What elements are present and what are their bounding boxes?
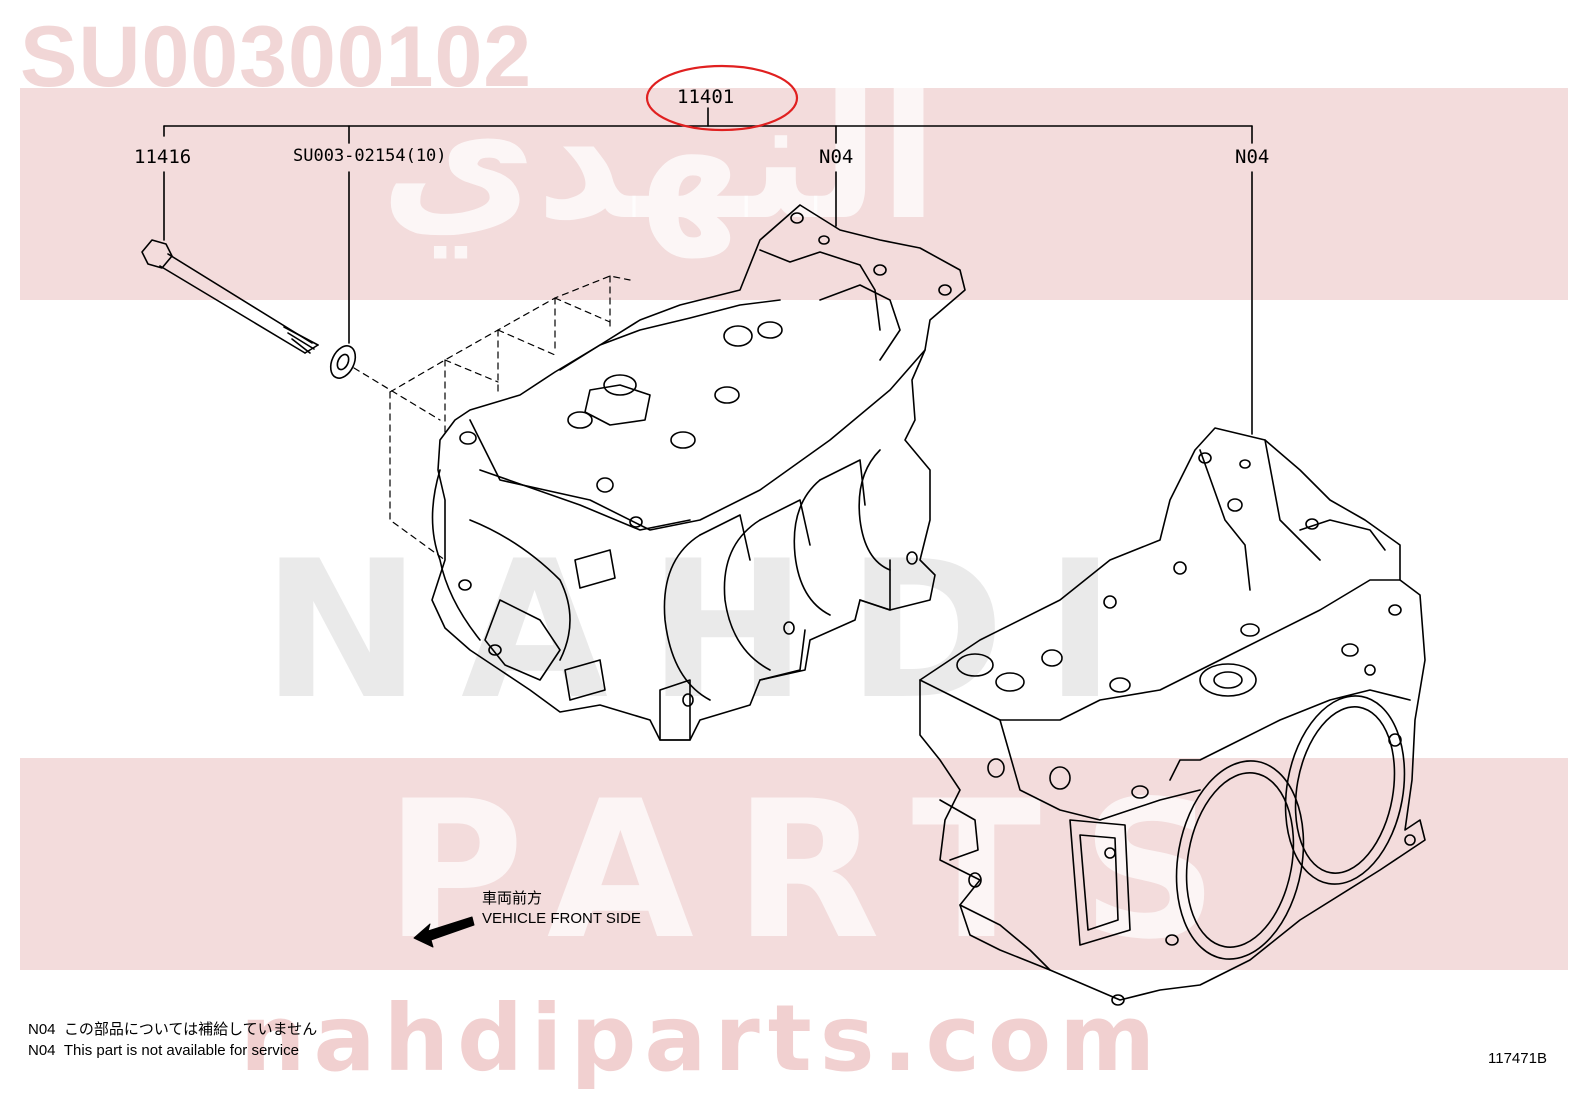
- right-cylinder-block: [919, 427, 1426, 1006]
- washer-illustration: [329, 345, 357, 379]
- note-code: N04: [28, 1021, 56, 1038]
- callout-assembly: 11401: [677, 86, 735, 108]
- note-row: N04 This part is not available for servi…: [28, 1042, 299, 1059]
- watermark-brand-top: NAHDI: [262, 520, 1156, 741]
- note-row: N04 この部品については補給していません: [28, 1018, 317, 1039]
- watermark-url: nahdiparts.com: [240, 985, 1164, 1092]
- callout-leader-lines: [163, 107, 1253, 435]
- note-text: This part is not available for service: [63, 1042, 299, 1059]
- direction-english: VEHICLE FRONT SIDE: [482, 910, 641, 927]
- left-crankcase-half: [431, 204, 966, 741]
- note-code: N04: [28, 1042, 56, 1059]
- watermark-band-bottom: [20, 758, 1568, 970]
- highlight-circle: [645, 64, 799, 132]
- vehicle-front-arrow: [413, 916, 475, 948]
- bolt-illustration: [141, 239, 319, 354]
- direction-japanese: 車両前方: [482, 890, 543, 907]
- watermark-part-code: SU00300102: [20, 9, 533, 105]
- callout-right-block: N04: [1235, 146, 1270, 168]
- callout-washer: SU003-02154(10): [293, 146, 447, 166]
- dashed-guides: [353, 275, 631, 561]
- note-text: この部品については補給していません: [63, 1021, 318, 1038]
- callout-left-block: N04: [819, 146, 854, 168]
- callout-bolt: 11416: [134, 146, 192, 168]
- watermark-arabic-brand: النهدي: [380, 60, 938, 258]
- watermark-band-top: [20, 88, 1568, 300]
- figure-number: 117471B: [1488, 1050, 1547, 1067]
